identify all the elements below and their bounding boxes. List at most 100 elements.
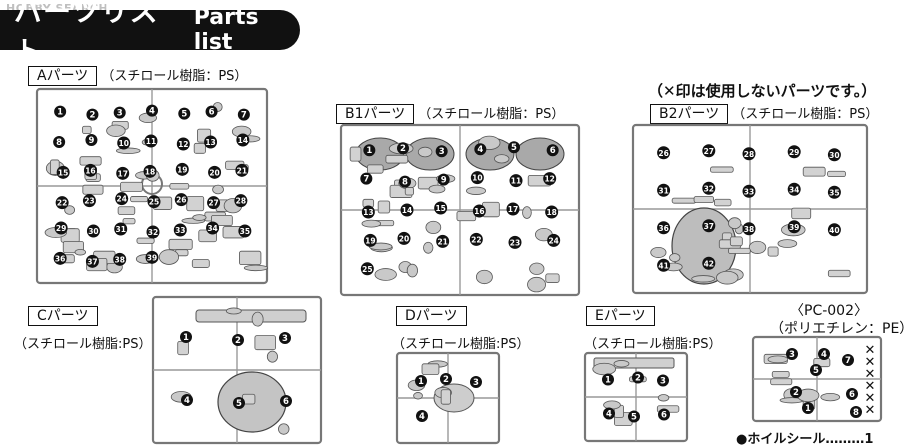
- part-shape: [791, 207, 812, 220]
- runner-e-badge-2: [632, 371, 644, 384]
- runner-a-badge-13: [204, 135, 218, 149]
- runner-a-badge-label: 35: [240, 227, 250, 236]
- runner-b1-material: （スチロール樹脂：PS）: [418, 107, 565, 122]
- runner-e-material: （スチロール樹脂:PS）: [584, 337, 722, 352]
- runner-c-badge-label: 3: [282, 334, 288, 344]
- part-shape: [671, 197, 697, 204]
- runner-a-badge-12: [176, 137, 190, 151]
- runner-b2-badge-31: [657, 183, 671, 197]
- runner-a-badge-label: 17: [117, 169, 127, 178]
- runner-d-badge-3: [470, 376, 482, 388]
- runner-a-badge-10: [117, 136, 131, 150]
- wheel-seal-note: ●ホイルシール………1: [736, 432, 874, 447]
- part-shape: [278, 423, 290, 435]
- unused-mark: ✕: [865, 355, 876, 370]
- runner-c-badge-label: 2: [235, 336, 241, 346]
- runner-b1-badge-label: 22: [471, 235, 481, 244]
- runner-a-badge-17: [116, 166, 130, 180]
- runner-a-badge-label: 20: [209, 168, 219, 177]
- pc-badge-label: 2: [793, 388, 799, 398]
- runner-e-badge-5: [628, 410, 640, 423]
- runner-a-badge-4: [146, 104, 158, 117]
- part-shape: [716, 270, 739, 285]
- runner-b2-badge-40: [827, 223, 841, 237]
- runner-b1-badge-label: 13: [363, 208, 373, 217]
- runner-a-badge-28: [234, 194, 248, 208]
- part-shape: [82, 125, 92, 135]
- part-shape: [74, 248, 87, 256]
- runner-b1-badge-19: [363, 233, 377, 247]
- runner-a-badge-label: 15: [58, 168, 68, 177]
- runner-b1-badge-label: 12: [544, 175, 554, 184]
- runner-b1-badge-14: [400, 203, 414, 217]
- runner-a-badge-20: [208, 165, 222, 179]
- runner-d-badge-2: [440, 373, 452, 385]
- runner-b1-badge-label: 1: [366, 146, 372, 156]
- pc-badge-label: 3: [789, 350, 795, 360]
- runner-d-badge-label: 1: [418, 377, 424, 387]
- runner-c-badge-3: [279, 332, 291, 344]
- part-shape: [802, 166, 826, 177]
- part-shape: [225, 307, 242, 315]
- part-shape: [404, 187, 415, 196]
- part-shape: [349, 146, 362, 162]
- runner-b1-badge-label: 20: [399, 234, 409, 243]
- runner-b2-badge-label: 41: [658, 261, 668, 270]
- runner-a-badge-label: 10: [118, 139, 128, 148]
- runner-a-badge-label: 23: [84, 197, 94, 206]
- part-shape: [193, 142, 206, 154]
- runner-b1-badge-12: [543, 172, 557, 186]
- part-shape: [406, 263, 418, 278]
- runner-b1-badge-18: [545, 205, 559, 219]
- runner-a-badge-31: [114, 222, 128, 236]
- part-shape: [650, 246, 667, 258]
- runner-a-badge-21: [235, 163, 249, 177]
- runner-b1-badge-label: 23: [510, 238, 520, 247]
- runner-b1-badge-13: [361, 205, 375, 219]
- runner-a-badge-2: [86, 108, 99, 121]
- runner-b1-badge-label: 10: [472, 174, 482, 183]
- runner-b1-badge-label: 3: [439, 147, 445, 157]
- runner-a-badge-label: 11: [146, 137, 156, 146]
- part-shape: [82, 184, 104, 195]
- runner-b1-badge-label: 24: [548, 236, 558, 245]
- pc-badge-7: [842, 354, 854, 366]
- runner-a-badge-label: 7: [241, 111, 247, 121]
- runner-a-badge-1: [54, 105, 67, 118]
- pc-badge-label: 1: [805, 404, 811, 414]
- part-shape: [254, 335, 276, 351]
- long-rod-part: [195, 309, 307, 323]
- runner-b2-badge-34: [787, 182, 801, 196]
- part-shape: [771, 370, 790, 378]
- runner-a-badge-label: 8: [56, 138, 62, 148]
- pc-badge-label: 6: [849, 390, 855, 400]
- part-shape: [251, 311, 264, 327]
- runner-b1-badge-5: [508, 141, 520, 154]
- runner-b1-badge-1: [363, 144, 376, 157]
- pc-badge-label: 7: [845, 356, 851, 366]
- part-shape: [374, 268, 397, 281]
- part-shape: [729, 236, 743, 247]
- runner-a-badge-33: [173, 223, 187, 237]
- runner-b1-badge-24: [547, 233, 561, 247]
- part-shape: [440, 389, 451, 405]
- runner-a-badge-label: 24: [116, 195, 126, 204]
- runner-b1-badge-3: [435, 145, 448, 158]
- runner-a-badge-11: [144, 134, 158, 148]
- part-shape: [728, 247, 751, 254]
- runner-d-name: Dパーツ: [396, 306, 467, 326]
- part-shape: [669, 253, 681, 263]
- runner-a-badge-34: [206, 221, 220, 235]
- part-shape: [136, 237, 155, 244]
- pc-badge-label: 4: [821, 350, 827, 360]
- runner-c-badge-2: [232, 334, 244, 346]
- pc-badge-label: 5: [813, 366, 819, 376]
- runner-b1-badge-label: 7: [363, 175, 369, 185]
- pc-badge-label: 8: [853, 408, 859, 418]
- part-shape: [657, 394, 670, 402]
- runner-a-badge-24: [115, 192, 129, 206]
- runner-b2-badge-label: 33: [744, 187, 754, 196]
